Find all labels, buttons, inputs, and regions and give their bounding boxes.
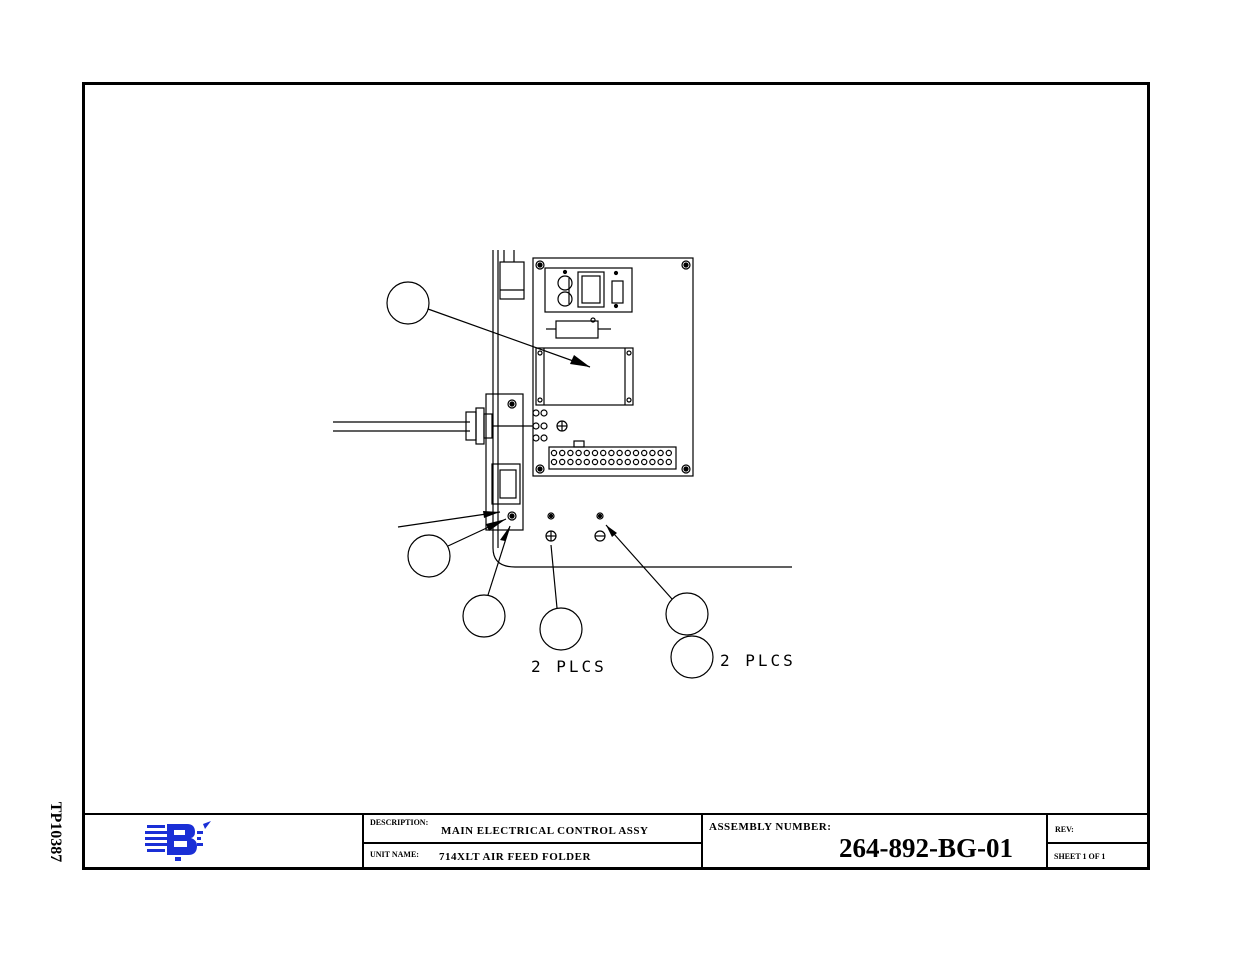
filter-component — [546, 317, 611, 339]
terminal-screw — [600, 449, 607, 457]
terminal-screw — [550, 449, 558, 457]
plcs-label-1: 2 PLCS — [531, 657, 607, 676]
divider — [701, 815, 703, 869]
cable-gland — [333, 407, 533, 445]
terminal-screw — [641, 449, 648, 457]
description-label: DESCRIPTION: — [370, 818, 429, 827]
terminal-screw — [665, 458, 673, 466]
unit-name-label: UNIT NAME: — [370, 850, 419, 859]
divider — [1046, 815, 1048, 869]
mounting-screws — [545, 512, 606, 542]
terminal-screw — [583, 458, 591, 466]
terminal-screw — [649, 458, 656, 466]
terminal-screw — [575, 449, 582, 457]
terminal-screw — [559, 449, 566, 457]
plcs-label-2: 2 PLCS — [720, 651, 796, 670]
terminal-screw — [616, 458, 623, 466]
terminal-screw — [632, 449, 640, 457]
assembly-number-label: ASSEMBLY NUMBER: — [709, 821, 832, 833]
sheet-label: SHEET 1 OF 1 — [1054, 852, 1106, 861]
terminal-screw — [616, 449, 623, 457]
callout-balloons — [386, 281, 714, 679]
terminal-screw — [649, 449, 656, 457]
controller-box — [535, 347, 634, 406]
terminal-screw — [624, 458, 632, 466]
terminal-screw — [657, 458, 664, 466]
terminal-strip — [548, 440, 677, 470]
terminal-screw — [624, 449, 632, 457]
terminal-screw — [559, 458, 566, 466]
terminal-screw — [567, 449, 574, 457]
terminal-screw — [583, 449, 591, 457]
terminal-screw — [575, 458, 582, 466]
unit-name-value: 714XLT AIR FEED FOLDER — [439, 851, 591, 863]
terminal-screw — [641, 458, 648, 466]
terminal-screw — [591, 458, 599, 466]
rev-label: REV: — [1055, 825, 1074, 834]
assembly-number-value: 264-892-BG-01 — [839, 833, 1013, 863]
terminal-screw — [608, 449, 615, 457]
terminal-screw — [632, 458, 640, 466]
leader-arrowheads — [483, 355, 617, 541]
terminal-screw — [550, 458, 558, 466]
top-block — [499, 261, 525, 300]
base-edge-line — [492, 547, 792, 568]
description-value: MAIN ELECTRICAL CONTROL ASSY — [441, 825, 649, 837]
divider — [1048, 842, 1147, 844]
terminal-screw — [591, 449, 599, 457]
terminal-screw — [608, 458, 615, 466]
title-block: DESCRIPTION: MAIN ELECTRICAL CONTROL ASS… — [85, 813, 1147, 869]
terminal-screw — [665, 449, 673, 457]
main-panel — [532, 257, 694, 477]
side-bracket — [485, 393, 568, 531]
divider — [364, 842, 701, 844]
company-logo — [145, 821, 215, 863]
divider — [362, 815, 364, 869]
terminal-screw — [600, 458, 607, 466]
panel-corner-screws — [535, 260, 691, 474]
terminal-screw — [567, 458, 574, 466]
drawing-border — [82, 82, 1150, 870]
terminal-screw — [657, 449, 664, 457]
power-entry-module — [544, 267, 633, 313]
